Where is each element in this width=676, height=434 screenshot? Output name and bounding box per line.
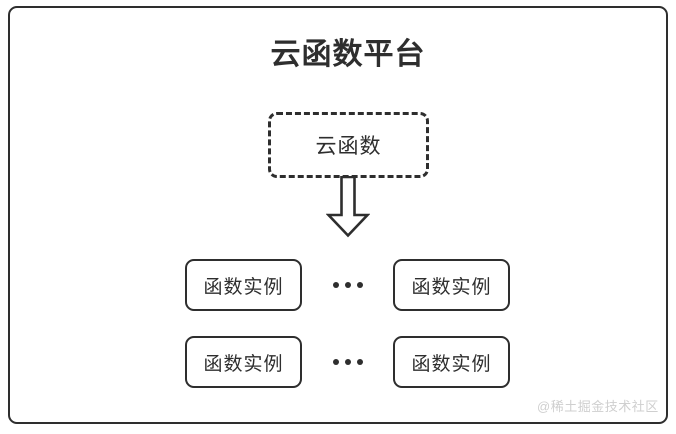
cloud-function-label: 云函数 — [315, 135, 382, 158]
instance-row: 函数实例 函数实例 — [10, 259, 676, 311]
function-instance-box: 函数实例 — [393, 259, 510, 311]
watermark-text: @稀土掘金技术社区 — [537, 399, 659, 414]
ellipsis-dot — [345, 282, 351, 288]
ellipsis-dot — [345, 359, 351, 365]
function-instance-box: 函数实例 — [393, 336, 510, 388]
arrow-down-icon — [325, 175, 371, 238]
function-instance-label: 函数实例 — [203, 276, 284, 298]
function-instance-label: 函数实例 — [411, 276, 492, 298]
ellipsis-icon — [330, 259, 366, 311]
page-title: 云函数平台 — [270, 38, 426, 71]
function-instance-label: 函数实例 — [203, 353, 284, 375]
function-instance-box: 函数实例 — [185, 259, 302, 311]
ellipsis-dot — [357, 282, 363, 288]
function-instance-box: 函数实例 — [185, 336, 302, 388]
ellipsis-icon — [330, 336, 366, 388]
cloud-function-node: 云函数 — [268, 112, 429, 178]
function-instance-label: 函数实例 — [411, 353, 492, 375]
ellipsis-dot — [333, 282, 339, 288]
instance-row: 函数实例 函数实例 — [10, 336, 676, 388]
platform-container: 云函数平台 云函数 函数实例 函数实例 函数实例 — [8, 6, 668, 424]
ellipsis-dot — [357, 359, 363, 365]
ellipsis-dot — [333, 359, 339, 365]
